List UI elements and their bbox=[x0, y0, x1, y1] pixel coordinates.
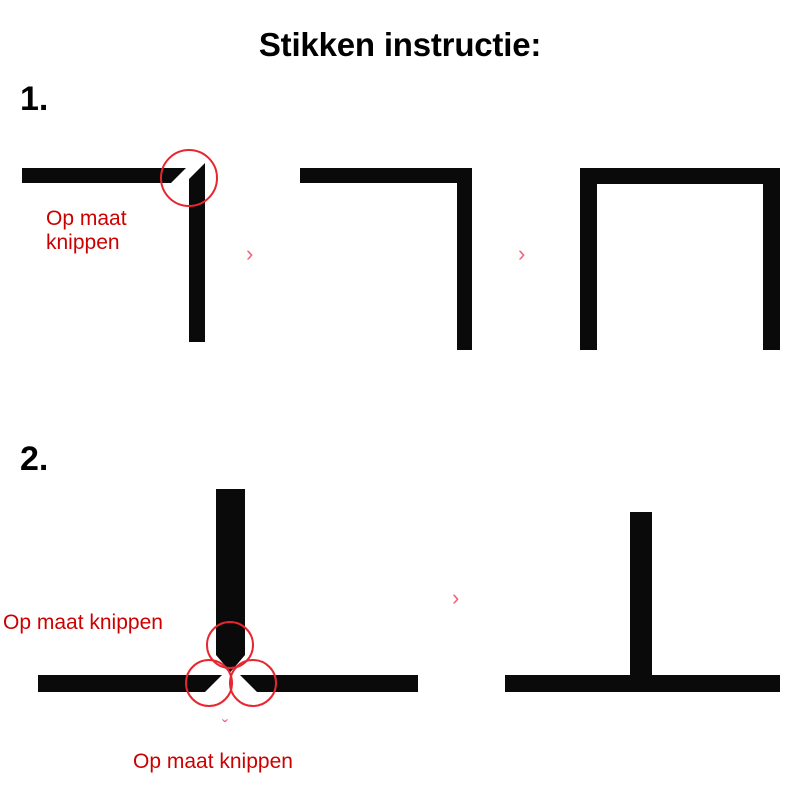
horizontal-bar-right-notched bbox=[240, 675, 418, 692]
cut-to-size-label-step2-bottom: Op maat knippen bbox=[133, 750, 293, 773]
chevron-down-icon-1: ˇ bbox=[222, 717, 228, 737]
t-junction-joined-path bbox=[505, 512, 780, 692]
shape-u-frame bbox=[580, 168, 780, 350]
cut-to-size-label-step2-left: Op maat knippen bbox=[3, 611, 163, 634]
chevron-right-icon-3: › bbox=[452, 585, 460, 610]
highlight-circle-tip bbox=[206, 621, 254, 669]
joined-corner-path bbox=[300, 168, 472, 350]
shape-t-junction-open bbox=[38, 489, 418, 707]
horizontal-bar-left-notched bbox=[38, 675, 222, 692]
chevron-right-icon-2: › bbox=[518, 241, 526, 266]
vertical-bar-mitred bbox=[189, 163, 205, 342]
shape-joined-corner bbox=[300, 168, 472, 350]
step-1-number: 1. bbox=[20, 80, 49, 118]
highlight-circle-mitre bbox=[160, 149, 218, 207]
horizontal-bar-mitred bbox=[22, 168, 186, 183]
highlight-circle-notch-right bbox=[229, 659, 277, 707]
step-2-number: 2. bbox=[20, 440, 49, 478]
page-title: Stikken instructie: bbox=[258, 26, 542, 63]
shape-t-junction-joined bbox=[505, 512, 780, 692]
chevron-right-icon-1: › bbox=[246, 241, 254, 266]
u-frame-path bbox=[580, 168, 780, 350]
cut-label-line-1: Op maat bbox=[46, 207, 127, 230]
vertical-bar-pointed bbox=[216, 489, 245, 672]
highlight-circle-notch-left bbox=[185, 659, 233, 707]
cut-label-line-2: knippen bbox=[46, 230, 120, 254]
